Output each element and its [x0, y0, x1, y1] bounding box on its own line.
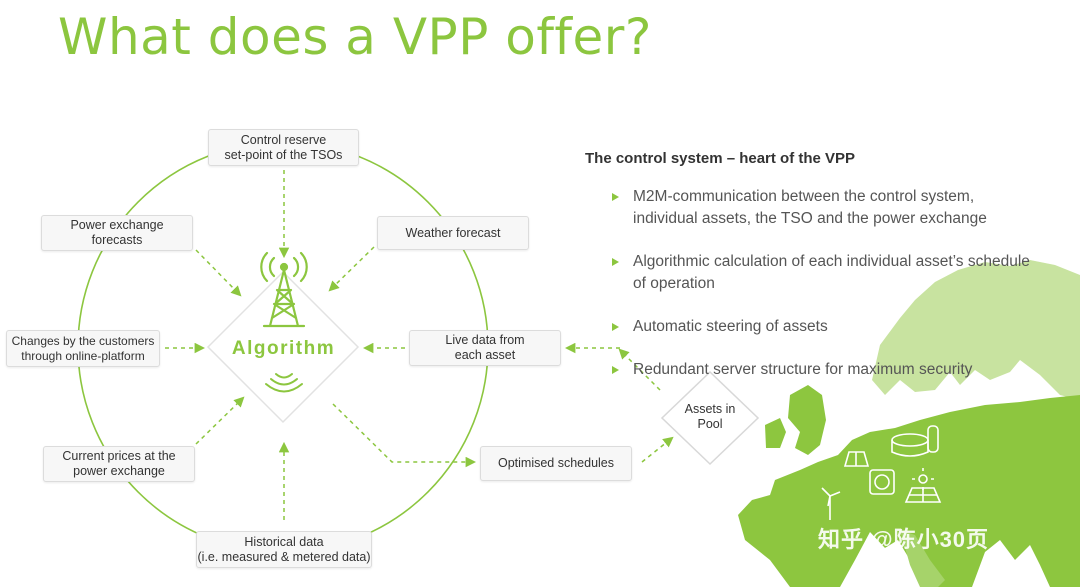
assets-pool-label: Assets in Pool: [684, 402, 736, 431]
map-uk: [788, 385, 826, 455]
bullet-item: M2M-communication between the control sy…: [612, 186, 1032, 230]
arrow-power-exchange: [195, 249, 242, 297]
fan-icon: [869, 469, 895, 495]
bullet-text: Redundant server structure for maximum s…: [633, 361, 973, 378]
assets-pool-diamond: [660, 370, 760, 466]
wind-turbine-icon: [821, 487, 841, 520]
page-title: What does a VPP offer?: [58, 8, 652, 66]
bullet-text: M2M-communication between the control sy…: [633, 188, 987, 227]
bullet-triangle-icon: [612, 366, 619, 374]
map-italy: [900, 530, 945, 587]
watermark: 知乎 @陈小30页: [818, 527, 990, 552]
control-system-bullets: M2M-communication between the control sy…: [612, 186, 1032, 402]
solar-panel-icon: [843, 451, 870, 467]
bullet-triangle-icon: [612, 258, 619, 266]
customer-changes-box: Changes by the customers through online-…: [6, 330, 160, 367]
algorithm-diamond: [206, 270, 360, 424]
bullet-item: Automatic steering of assets: [612, 316, 1032, 338]
bullet-triangle-icon: [612, 323, 619, 331]
historical-data-box: Historical data (i.e. measured & metered…: [196, 531, 372, 568]
map-mainland: [738, 395, 1080, 587]
arrow-optimised: [332, 403, 477, 468]
weather-forecast-box: Weather forecast: [377, 216, 529, 250]
current-prices-box: Current prices at the power exchange: [43, 446, 195, 482]
map-ireland: [765, 418, 786, 448]
optimised-schedules-box: Optimised schedules: [480, 446, 632, 481]
bullet-text: Algorithmic calculation of each individu…: [633, 253, 1030, 292]
bullet-text: Automatic steering of assets: [633, 318, 828, 335]
bullet-item: Algorithmic calculation of each individu…: [612, 251, 1032, 295]
arrow-schedules-to-pool: [641, 436, 674, 463]
bullet-triangle-icon: [612, 193, 619, 201]
arrow-pool-to-live: [618, 348, 661, 391]
control-system-heading: The control system – heart of the VPP: [585, 150, 856, 167]
solar-panel-icon: [904, 487, 942, 503]
bullet-item: Redundant server structure for maximum s…: [612, 359, 1032, 381]
europe-map: [738, 260, 1080, 587]
map-icons: [821, 425, 942, 520]
biogas-tank-icon: [891, 425, 939, 457]
arrow-prices: [195, 396, 245, 445]
power-exchange-forecasts-box: Power exchange forecasts: [41, 215, 193, 251]
algorithm-label: Algorithm: [231, 338, 336, 359]
arrow-weather: [328, 246, 375, 292]
signal-waves-icon: [265, 373, 303, 393]
antenna-tower-icon: [260, 251, 308, 328]
control-reserve-box: Control reserve set-point of the TSOs: [208, 129, 359, 166]
map-scandinavia: [872, 260, 1080, 400]
live-data-box: Live data from each asset: [409, 330, 561, 366]
